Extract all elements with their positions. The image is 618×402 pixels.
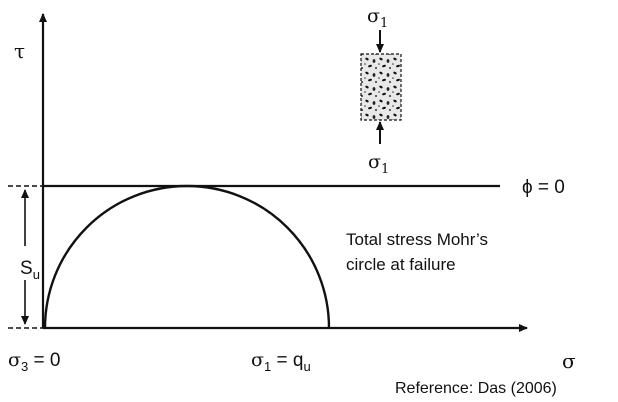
circle-caption-line2: circle at failure	[346, 255, 456, 274]
reference-text: Reference: Das (2006)	[395, 380, 557, 397]
specimen-top-load-label: σ1	[367, 5, 388, 31]
tau-axis-label: τ	[14, 39, 25, 63]
sigma-axis-label: σ	[562, 349, 576, 373]
circle-caption-line1: Total stress Mohr’s	[346, 230, 488, 249]
sigma3-label: σ3 = 0	[8, 349, 60, 374]
sigma1-label: σ1 = qu	[251, 349, 311, 374]
mohr-circle	[43, 184, 331, 329]
su-label: Su	[20, 258, 40, 282]
specimen-bottom-load-label: σ1	[368, 151, 389, 177]
envelope-label: ϕ = 0	[522, 177, 565, 198]
soil-specimen	[360, 53, 402, 121]
